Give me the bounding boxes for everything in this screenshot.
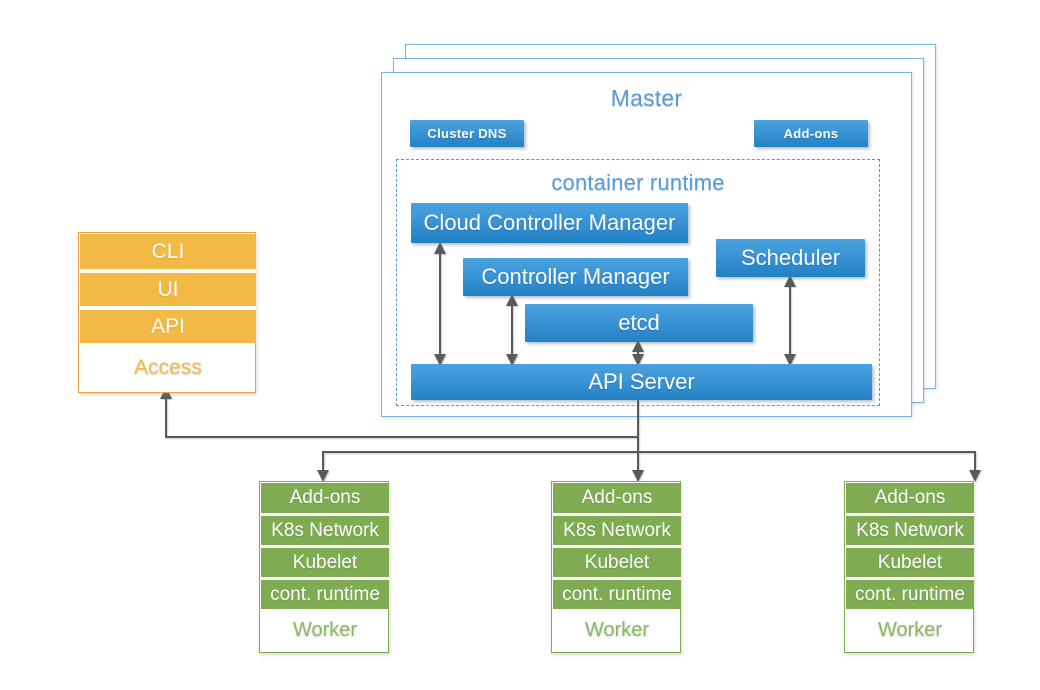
cloud-controller-manager-label: Cloud Controller Manager [423,210,676,235]
worker-2-network-label: K8s Network [563,519,671,541]
worker-3-row-runtime[interactable]: cont. runtime [846,580,974,609]
master-title: Master [610,85,683,111]
access-row-api[interactable]: API [80,310,256,343]
worker-1-row-network[interactable]: K8s Network [261,516,389,545]
worker-3-addons-label: Add-ons [874,487,946,508]
worker-2-addons-label: Add-ons [581,487,653,508]
worker-1-row-runtime[interactable]: cont. runtime [261,580,389,609]
worker-3-footer-label: Worker [846,609,974,652]
worker-node-3: Add-ons K8s Network Kubelet cont. runtim… [844,481,974,653]
controller-manager-label: Controller Manager [481,264,670,289]
worker-2-row-network[interactable]: K8s Network [553,516,681,545]
worker-2-footer-text: Worker [584,619,650,641]
worker-2-row-kubelet[interactable]: Kubelet [553,548,681,577]
worker-1-runtime-label: cont. runtime [270,583,380,605]
access-row-api-label: API [151,314,185,338]
worker-1-row-kubelet[interactable]: Kubelet [261,548,389,577]
worker-1-footer-text: Worker [292,619,358,641]
worker-1-kubelet-label: Kubelet [292,551,358,573]
master-addons-box[interactable]: Add-ons [754,120,868,147]
access-row-ui[interactable]: UI [80,273,256,306]
access-row-ui-label: UI [157,277,179,301]
worker-1-row-addons[interactable]: Add-ons [261,483,389,513]
worker-1-divider-1 [261,513,389,516]
worker-3-runtime-label: cont. runtime [855,583,965,605]
worker-2-divider-3 [553,577,681,580]
worker-3-footer-text: Worker [877,619,943,641]
cluster-dns-label: Cluster DNS [427,126,507,141]
cloud-controller-manager-box[interactable]: Cloud Controller Manager [411,203,688,243]
worker-1-divider-2 [261,545,389,548]
access-divider-1 [80,269,256,273]
worker-3-divider-2 [846,545,974,548]
etcd-box[interactable]: etcd [525,304,753,342]
etcd-label: etcd [618,310,660,335]
worker-1-footer-label: Worker [261,609,389,652]
access-footer-text: Access [134,355,202,379]
worker-1-addons-label: Add-ons [289,487,361,508]
scheduler-box[interactable]: Scheduler [716,239,865,277]
worker-node-2: Add-ons K8s Network Kubelet cont. runtim… [551,481,681,653]
worker-2-row-addons[interactable]: Add-ons [553,483,681,513]
worker-2-divider-1 [553,513,681,516]
worker-2-runtime-label: cont. runtime [562,583,672,605]
api-server-box[interactable]: API Server [411,364,872,400]
access-row-cli[interactable]: CLI [80,234,256,269]
access-divider-2 [80,306,256,310]
worker-3-divider-3 [846,577,974,580]
controller-manager-box[interactable]: Controller Manager [463,258,688,296]
worker-3-row-network[interactable]: K8s Network [846,516,974,545]
worker-1-network-label: K8s Network [271,519,379,541]
worker-1-divider-3 [261,577,389,580]
worker-2-divider-2 [553,545,681,548]
worker-3-divider-1 [846,513,974,516]
worker-3-network-label: K8s Network [856,519,964,541]
worker-3-row-kubelet[interactable]: Kubelet [846,548,974,577]
access-row-cli-label: CLI [151,239,185,263]
worker-2-row-runtime[interactable]: cont. runtime [553,580,681,609]
worker-node-1: Add-ons K8s Network Kubelet cont. runtim… [259,481,389,653]
container-runtime-title: container runtime [551,170,725,195]
scheduler-label: Scheduler [740,245,841,270]
worker-2-kubelet-label: Kubelet [584,551,650,573]
cluster-dns-box[interactable]: Cluster DNS [410,120,524,147]
api-server-label: API Server [588,369,695,394]
worker-3-kubelet-label: Kubelet [877,551,943,573]
worker-3-row-addons[interactable]: Add-ons [846,483,974,513]
worker-2-footer-label: Worker [553,609,681,652]
access-panel: CLI UI API Access [78,232,256,393]
master-addons-label: Add-ons [783,126,839,141]
access-footer-label: Access [80,343,256,392]
